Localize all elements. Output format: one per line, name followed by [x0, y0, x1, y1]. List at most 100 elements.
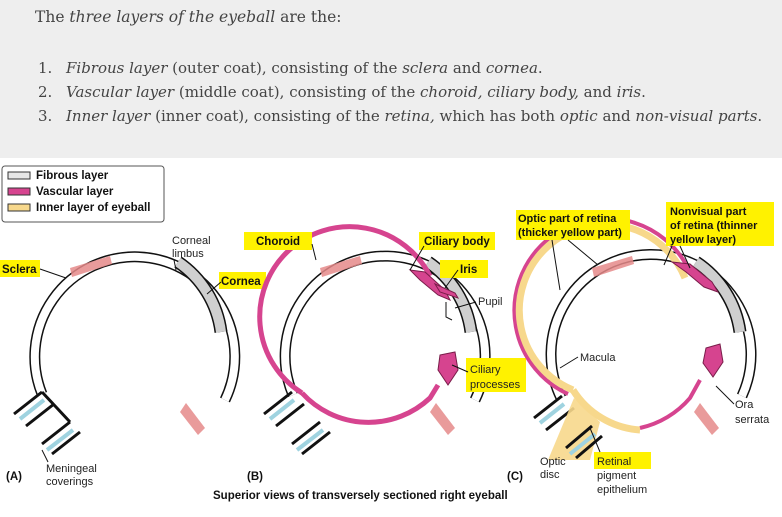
choroid — [639, 379, 702, 430]
item-number: 3. — [38, 107, 53, 125]
eyeball-diagram: Fibrous layer Vascular layer Inner layer… — [0, 165, 774, 502]
optic-retina — [570, 388, 641, 434]
inner-swatch — [7, 203, 31, 212]
leader-line — [39, 268, 67, 279]
vascular-swatch — [7, 187, 31, 196]
leader-line — [551, 239, 561, 291]
item-text: which has both — [434, 107, 560, 125]
item-number: 2. — [38, 83, 53, 101]
cornea-highlight — [219, 272, 266, 289]
item-term: Fibrous layer — [66, 59, 168, 77]
nerve-sheath — [13, 390, 55, 428]
nerve-sheath — [291, 420, 331, 456]
item-emphasis: choroid, ciliary body, — [420, 83, 579, 101]
legend-label-vascular: Vascular layer — [36, 186, 114, 198]
item-emphasis: optic — [559, 107, 598, 125]
cornea — [693, 257, 745, 333]
sclera-label: Sclera — [2, 264, 37, 276]
list-item: 2. Vascular layer (middle coat), consisti… — [38, 80, 762, 104]
panel-a-letter: (A) — [6, 471, 22, 483]
leader-line — [663, 245, 673, 266]
nerve-sheath — [40, 390, 72, 424]
item-text: and — [597, 107, 636, 125]
item-emphasis: sclera — [402, 59, 449, 77]
cornea — [425, 257, 476, 333]
intro-suffix: are the: — [275, 8, 342, 26]
optic-disc-label: disc — [540, 469, 560, 481]
leader-line — [567, 239, 599, 266]
retinal-pigment-highlight — [594, 452, 651, 469]
retina-background — [531, 229, 705, 392]
optic-part-label: (thicker yellow part) — [518, 227, 622, 239]
macula-label: Macula — [580, 352, 616, 364]
leader-line — [173, 259, 177, 271]
ciliary-processes-label: processes — [470, 379, 521, 391]
item-text: and — [448, 59, 486, 77]
layers-list: 1.Fibrous layer (outer coat), consisting… — [38, 56, 762, 128]
optic-nerve — [268, 398, 296, 421]
leader-line — [451, 364, 469, 373]
pupil-marker — [445, 302, 453, 321]
nerve-sheath — [41, 420, 81, 456]
item-text: . — [537, 59, 543, 77]
item-text: . — [641, 83, 646, 101]
legend-box — [1, 165, 165, 223]
retinal-pigment-label: pigment — [597, 470, 636, 482]
ciliary-processes-highlight — [466, 358, 526, 392]
leader-line — [311, 243, 317, 261]
panel-c-letter: (C) — [507, 471, 523, 483]
optic-part-label: Optic part of retina — [518, 213, 617, 225]
list-item: 3.Inner layer (inner coat), consisting o… — [38, 104, 762, 128]
meningeal-label: Meningeal — [46, 463, 97, 475]
item-text: (inner coat), consisting of the — [150, 107, 385, 125]
intro-prefix: The — [35, 8, 70, 26]
leader-line — [679, 245, 691, 269]
leader-line — [715, 385, 735, 405]
pupil-label: Pupil — [478, 296, 502, 308]
muscle-attachment — [430, 403, 455, 435]
ciliary-processes — [702, 343, 724, 378]
corneal-limbus-label: limbus — [172, 248, 204, 260]
sclera — [547, 250, 756, 400]
nonvisual-part-label: yellow layer) — [670, 234, 736, 246]
retinal-pigment-label: epithelium — [597, 484, 647, 496]
legend-label-fibrous: Fibrous layer — [36, 170, 109, 182]
iris-highlight — [440, 260, 488, 278]
item-text: . — [757, 107, 763, 125]
item-text: (middle coat), consisting of the — [174, 83, 421, 101]
item-emphasis: non-visual parts — [635, 107, 758, 125]
ora-serrata-label: Ora — [735, 399, 754, 411]
item-emphasis: iris — [616, 83, 642, 101]
muscle-attachment — [70, 256, 112, 277]
panel-b-letter: (B) — [247, 471, 263, 483]
iris — [433, 282, 460, 299]
panel-a: Sclera Corneal limbus Cornea Meningeal c… — [0, 235, 266, 488]
item-emphasis: cornea — [485, 59, 538, 77]
legend-label-inner: Inner layer of eyeball — [36, 202, 150, 214]
item-emphasis: retina, — [384, 107, 435, 125]
choroid — [257, 224, 433, 396]
muscle-attachment — [180, 403, 205, 435]
ciliary-body-highlight — [419, 232, 495, 250]
retinal-pigment-label: Retinal — [597, 456, 631, 468]
choroid-label: Choroid — [256, 236, 300, 248]
leader-line — [589, 427, 601, 453]
sclera — [30, 252, 239, 402]
leader-line — [444, 269, 459, 289]
muscle-attachment — [592, 256, 634, 277]
meningeal-label: coverings — [46, 476, 94, 488]
panel-b: Choroid Ciliary body Iris Pupil Ciliary … — [244, 224, 526, 483]
sclera — [281, 252, 490, 402]
nerve-sheath — [263, 390, 305, 428]
cornea-label: Cornea — [221, 276, 261, 288]
muscle-attachment — [694, 403, 719, 435]
muscle-attachment — [320, 256, 362, 277]
intro-emphasis: three layers of the eyeball — [69, 8, 276, 26]
fibrous-swatch — [7, 171, 31, 180]
panel-c: Optic part of retina (thicker yellow par… — [507, 202, 774, 496]
iris-label: Iris — [460, 264, 477, 276]
choroid-highlight — [244, 232, 312, 250]
item-term: Vascular layer — [66, 83, 175, 101]
leader-line — [409, 245, 425, 271]
legend: Fibrous layer Vascular layer Inner layer… — [1, 165, 165, 223]
